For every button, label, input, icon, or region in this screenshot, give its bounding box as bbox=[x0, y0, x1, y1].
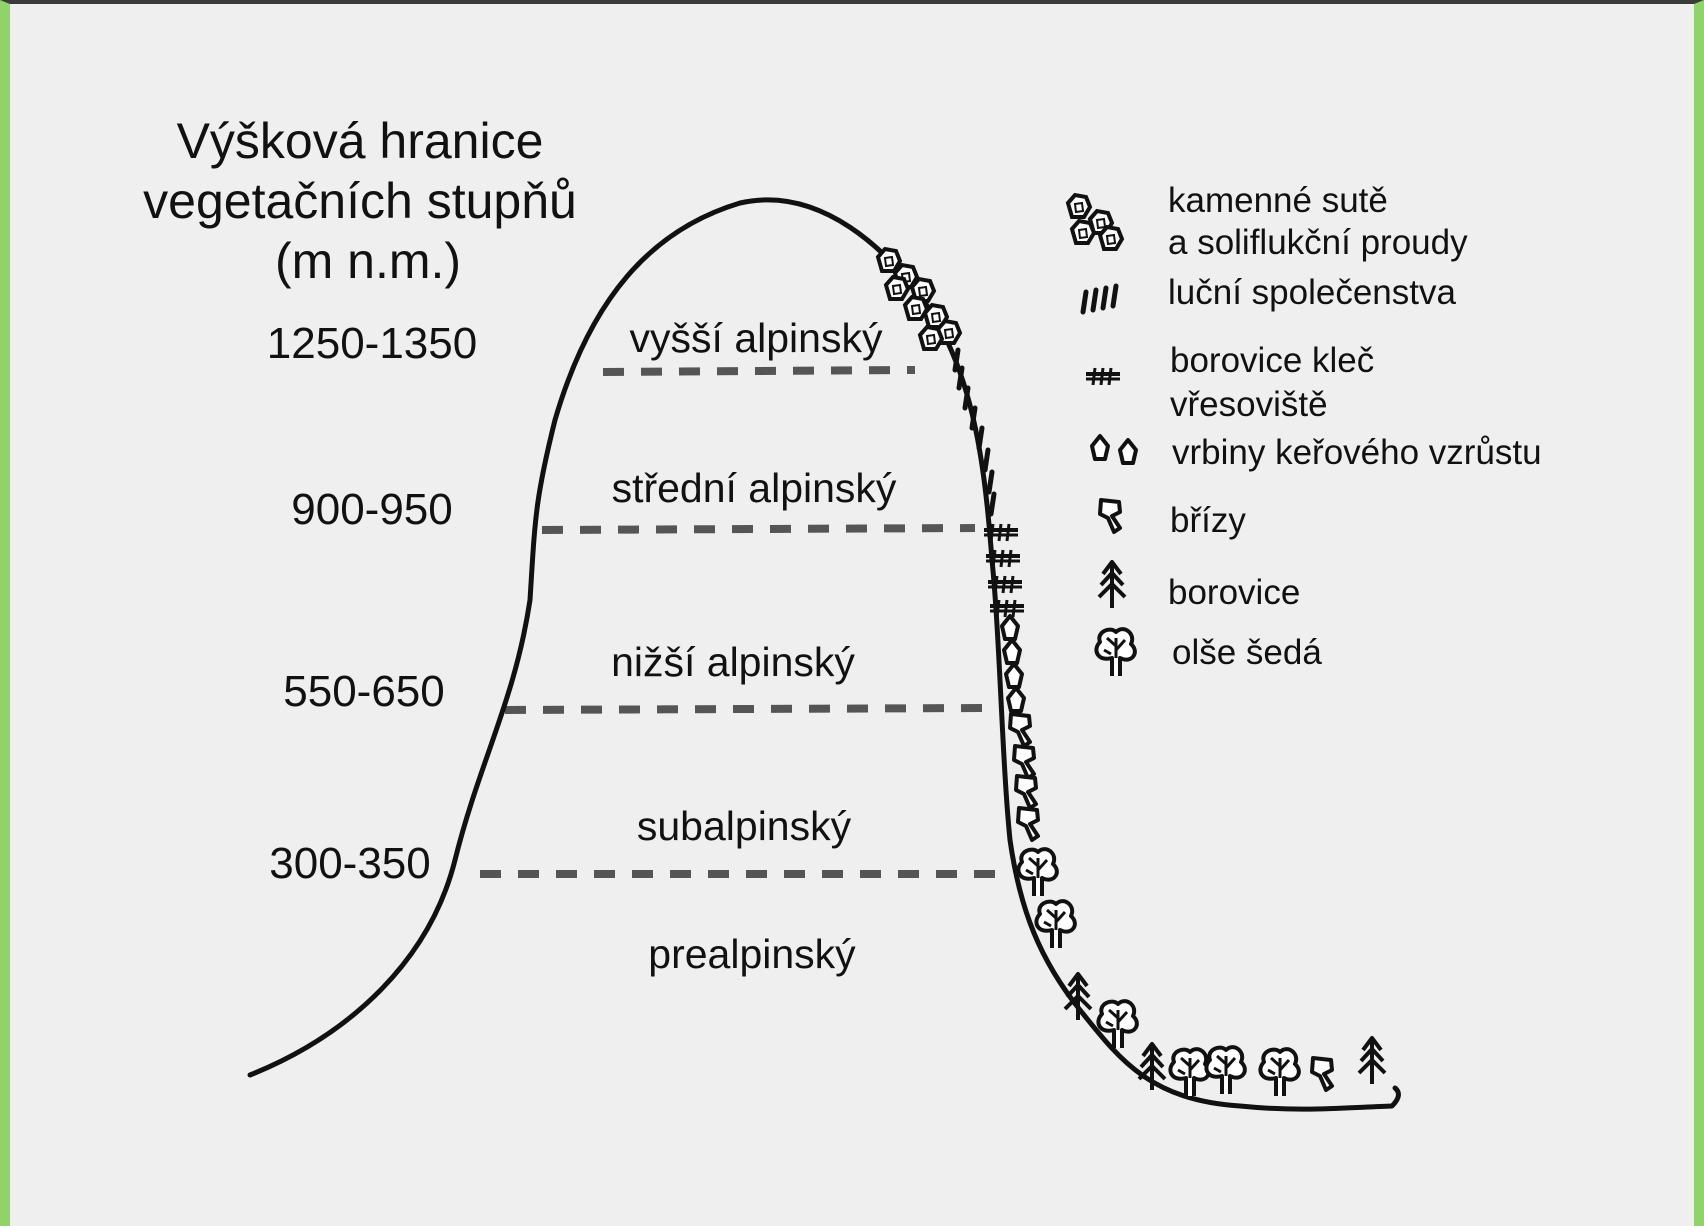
alder-icon bbox=[1096, 629, 1134, 676]
legend: kamenné sutě a soliflukční proudy luční … bbox=[1068, 181, 1542, 676]
slope-birches bbox=[1010, 714, 1038, 840]
birch-icon bbox=[1100, 500, 1120, 532]
legend-label-rocks: kamenné sutě bbox=[1168, 181, 1388, 220]
boundary-line-1 bbox=[603, 370, 915, 372]
slope-alders bbox=[1018, 849, 1298, 1096]
zone-label-subalpine: subalpinský bbox=[637, 803, 852, 849]
slope-willows bbox=[1002, 616, 1024, 711]
willow-icon bbox=[1092, 436, 1136, 463]
title-line-1: Výšková hranice bbox=[177, 113, 544, 169]
boundary-line-2 bbox=[542, 528, 975, 530]
legend-label-birch: břízy bbox=[1170, 501, 1246, 540]
rocks-icon bbox=[1068, 195, 1122, 249]
zone-label-lower-alpine: nižší alpinský bbox=[611, 639, 855, 685]
legend-label-dwarf-pine: borovice kleč bbox=[1170, 341, 1374, 380]
slope-dwarf-pine bbox=[984, 524, 1024, 617]
meadow-icon bbox=[1083, 286, 1116, 312]
title-line-3: (m n.m.) bbox=[275, 233, 461, 289]
title-line-2: vegetačních stupňů bbox=[143, 173, 577, 229]
legend-label-pine: borovice bbox=[1168, 573, 1300, 612]
slope-rocks bbox=[878, 249, 960, 349]
elevation-label-1: 1250-1350 bbox=[267, 319, 477, 368]
legend-label-heath: vřesoviště bbox=[1170, 385, 1328, 424]
legend-label-alder: olše šedá bbox=[1172, 633, 1322, 672]
boundary-line-3 bbox=[505, 708, 985, 710]
elevation-label-2: 900-950 bbox=[291, 485, 452, 534]
zone-label-upper-alpine: vyšší alpinský bbox=[630, 315, 883, 361]
pine-icon bbox=[1099, 562, 1125, 608]
zone-label-middle-alpine: střední alpinský bbox=[612, 465, 897, 511]
legend-label-rocks-2: a soliflukční proudy bbox=[1168, 223, 1468, 262]
legend-label-meadow: luční společenstva bbox=[1168, 273, 1456, 312]
dwarf-pine-icon bbox=[1086, 368, 1120, 385]
elevation-label-4: 300-350 bbox=[269, 839, 430, 888]
legend-label-willow: vrbiny keřového vzrůstu bbox=[1172, 433, 1542, 472]
diagram-title: Výšková hranice vegetačních stupňů (m n.… bbox=[143, 113, 577, 289]
zone-label-prealpine: prealpinský bbox=[648, 931, 856, 977]
elevation-label-3: 550-650 bbox=[283, 667, 444, 716]
